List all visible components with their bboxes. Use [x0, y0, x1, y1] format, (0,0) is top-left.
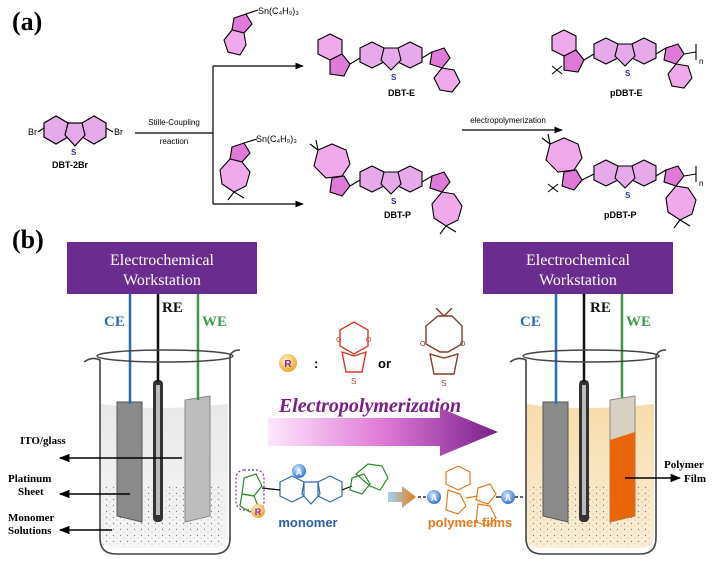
- right-beaker: [509, 349, 667, 555]
- dbt-p-s-core: S: [391, 197, 397, 206]
- left-setup: Electrochemical Workstation CE RE WE ITO…: [8, 242, 257, 555]
- r-badge-circle: [279, 354, 297, 372]
- right-re-inner: [582, 385, 586, 515]
- step2-label: electropolymerization: [470, 116, 546, 125]
- left-re-inner: [156, 385, 160, 515]
- dbt-e-structure: [317, 33, 461, 93]
- stille-label-2: reaction: [160, 137, 188, 146]
- label-film-2: Film: [684, 473, 706, 485]
- reagent-top-formula: Sn(C₄H₉)₃: [258, 6, 299, 16]
- polymer-a-badge-left: [427, 490, 441, 504]
- polymer-a-text-right: A: [505, 493, 512, 503]
- right-ce-label: CE: [520, 314, 541, 330]
- reagent-bottom-formula: Sn(C₄H₉)₃: [256, 134, 297, 144]
- product-bottom-name: DBT-P: [384, 210, 411, 220]
- left-workstation-box: [67, 242, 257, 294]
- edot-o-left: O: [336, 337, 342, 344]
- label-monomer-1: Monomer: [8, 512, 55, 524]
- process-arrow: [268, 408, 498, 456]
- prodot-s: S: [441, 379, 446, 388]
- polymer-films-label: polymer films: [428, 515, 513, 530]
- label-platinum-2: Sheet: [18, 486, 44, 498]
- left-workstation-line2: Workstation: [123, 272, 201, 289]
- stille-label-1: Stille-Coupling: [148, 118, 200, 127]
- left-beaker: [83, 349, 241, 555]
- prodot-o-left: O: [420, 341, 426, 348]
- br-left: Br: [28, 127, 37, 137]
- panel-a-label: (a): [12, 7, 42, 36]
- pdbt-e-n: n: [699, 57, 703, 66]
- r-definition: R : O O S or O O S: [279, 307, 466, 388]
- left-workstation-line1: Electrochemical: [110, 252, 214, 269]
- dbt-p-structure: [309, 139, 463, 235]
- right-re-label: RE: [590, 300, 611, 316]
- pdbt-e-structure: [551, 29, 697, 89]
- dbt-e-s-core: S: [391, 73, 397, 82]
- pdbt-e-s-core: S: [625, 69, 631, 78]
- pdbt-p-structure: [541, 133, 697, 229]
- dbt-2br-structure: [37, 115, 114, 147]
- dbt-2br-s: S: [71, 148, 77, 157]
- label-ito: ITO/glass: [20, 435, 66, 447]
- prodot-sn-reagent: [219, 138, 258, 201]
- edot-structure: [339, 321, 369, 373]
- edot-o-right: O: [366, 337, 372, 344]
- pdbt-p-s-core: S: [625, 191, 631, 200]
- left-we-label: WE: [202, 314, 227, 330]
- edot-sn-reagent: [223, 9, 259, 56]
- polymer-a-badge-right: [501, 490, 515, 504]
- left-beaker-rim: [96, 349, 234, 363]
- label-film-1: Polymer: [664, 459, 704, 471]
- right-platinum-sheet: [542, 401, 569, 523]
- right-workstation-box: [483, 242, 673, 294]
- right-polymer-film: [610, 432, 635, 522]
- monomer-label: monomer: [278, 515, 337, 530]
- monomer-to-polymer-arrow: [388, 486, 416, 508]
- polymer-top-name: pDBT-E: [610, 88, 643, 98]
- right-workstation-line1: Electrochemical: [526, 252, 630, 269]
- polymer-a-text-left: A: [431, 493, 438, 503]
- or-text: or: [378, 356, 391, 371]
- right-beaker-rim: [522, 349, 660, 363]
- right-we-label: WE: [626, 314, 651, 330]
- polymer-structure: [445, 465, 497, 527]
- monomer-a-text: A: [296, 467, 303, 477]
- r-badge-text: R: [284, 359, 292, 370]
- label-monomer-2: Solutions: [8, 525, 52, 537]
- left-re-label: RE: [162, 300, 183, 316]
- right-workstation-line2: Workstation: [539, 272, 617, 289]
- r-colon: :: [314, 356, 318, 371]
- pdbt-p-n: n: [699, 179, 703, 188]
- br-right: Br: [114, 127, 123, 137]
- start-compound-name: DBT-2Br: [52, 160, 89, 170]
- prodot-structure: [425, 307, 463, 375]
- left-platinum-sheet: [116, 401, 143, 523]
- monomer-a-badge: [292, 464, 306, 478]
- edot-s: S: [351, 377, 356, 386]
- product-top-name: DBT-E: [388, 88, 415, 98]
- panel-b-label: (b): [12, 225, 44, 254]
- left-ito-glass: [184, 395, 211, 523]
- left-ce-label: CE: [104, 314, 125, 330]
- polymer-bottom-name: pDBT-P: [604, 210, 637, 220]
- label-platinum-1: Platinum: [8, 473, 51, 485]
- prodot-o-right: O: [460, 341, 466, 348]
- monomer-r-text: R: [255, 507, 262, 517]
- monomer-r-badge: [251, 504, 265, 518]
- process-title: Electropolymerization: [278, 395, 461, 417]
- right-setup: Electrochemical Workstation CE RE WE Pol…: [483, 242, 706, 555]
